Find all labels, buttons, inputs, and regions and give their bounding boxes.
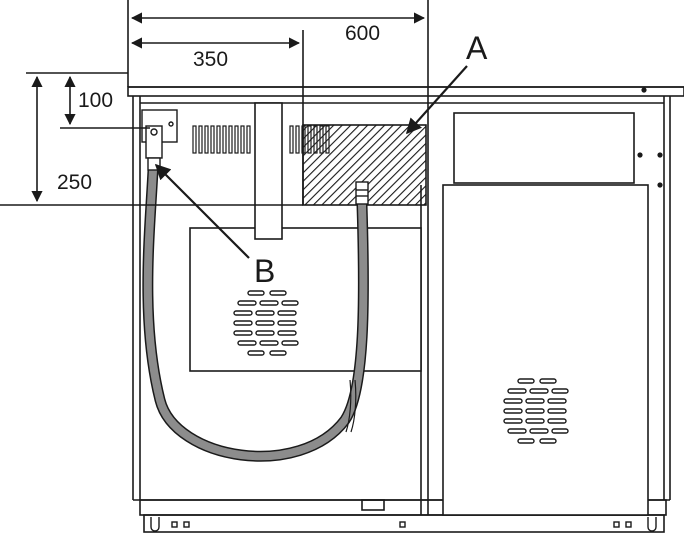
callout-label-b: B: [254, 253, 275, 289]
dimension-label-350: 350: [193, 48, 228, 71]
dimension-label-250: 250: [57, 171, 92, 194]
dimension-label-600: 600: [345, 22, 380, 45]
mounting-strap: [254, 102, 283, 240]
lower-right-panel: [442, 184, 649, 516]
dimension-label-100: 100: [78, 89, 113, 112]
bottom-feet: [150, 517, 657, 532]
center-left-panel: [189, 227, 422, 372]
valve-bracket-b: [141, 109, 178, 171]
upper-right-module: [453, 87, 663, 188]
drain-hose: [142, 164, 369, 462]
right-vent-slots: [503, 378, 569, 444]
hose-fitting-a: [355, 181, 369, 205]
left-vent-slots: [233, 290, 299, 356]
dimension-lines: [0, 0, 429, 206]
callout-label-a: A: [466, 30, 488, 66]
leader-arrows: [154, 65, 468, 259]
